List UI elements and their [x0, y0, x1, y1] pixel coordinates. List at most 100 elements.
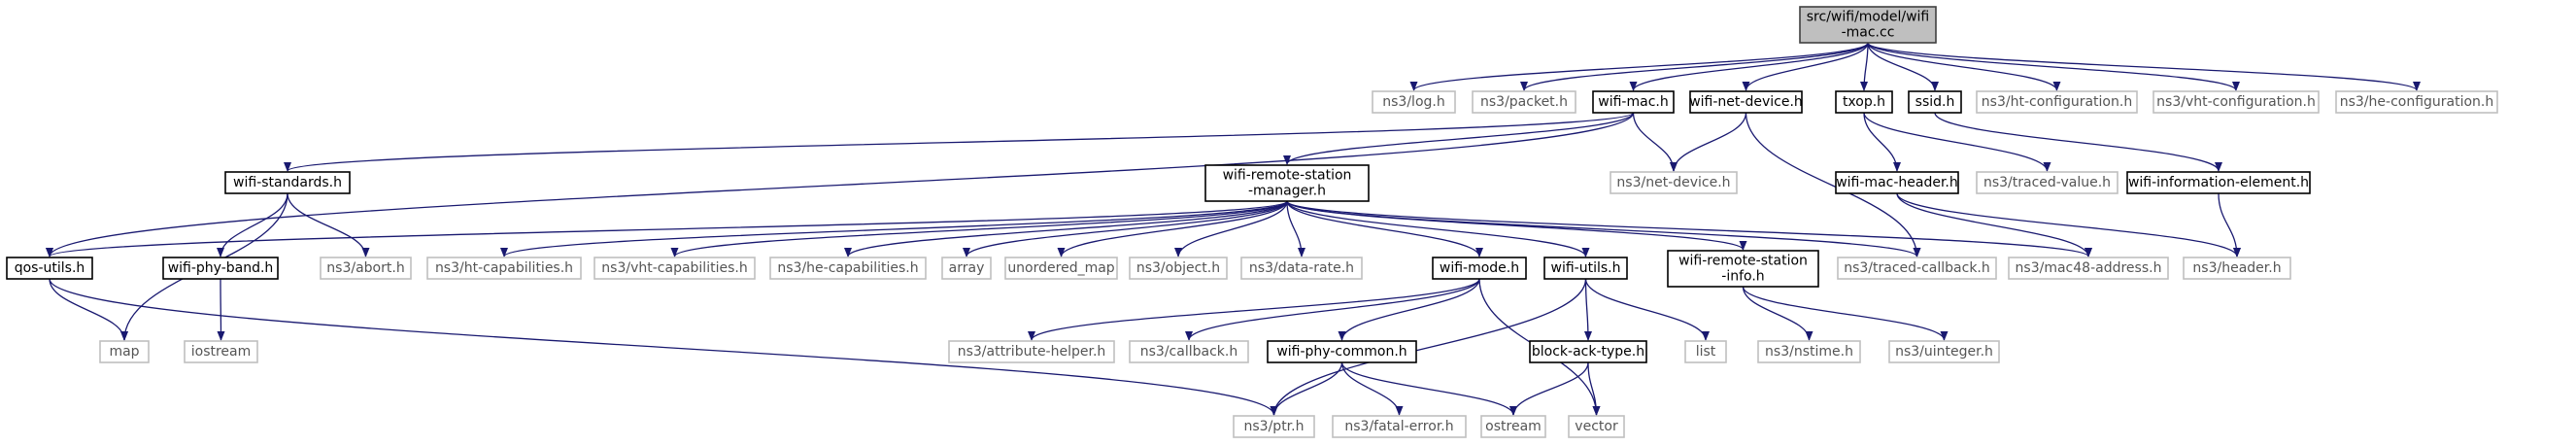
- node-wifiie[interactable]: wifi-information-element.h: [2126, 171, 2311, 194]
- node-list-label-0: list: [1696, 344, 1716, 360]
- node-mac48-label-0: ns3/mac48-address.h: [2016, 260, 2162, 276]
- node-abort-box: [320, 257, 412, 280]
- node-rsinfo[interactable]: wifi-remote-station-info.h: [1667, 250, 1819, 288]
- node-ptr: ns3/ptr.h: [1233, 415, 1315, 438]
- node-htconf-label-0: ns3/ht-configuration.h: [1982, 94, 2132, 110]
- node-tracedval-box: [1976, 171, 2118, 194]
- node-wifinetdev[interactable]: wifi-net-device.h: [1689, 90, 1803, 114]
- edge-qos-to-ptr: [49, 278, 1278, 416]
- node-ostream: ostream: [1480, 415, 1546, 438]
- edge-phycommon-to-ostream: [1340, 361, 1517, 416]
- node-rsinfo-box: [1667, 250, 1819, 288]
- node-rsm-label-0: wifi-remote-station: [1223, 168, 1352, 184]
- node-qos[interactable]: qos-utils.h: [6, 257, 93, 280]
- node-datarate: ns3/data-rate.h: [1240, 257, 1363, 280]
- node-vhtconf: ns3/vht-configuration.h: [2152, 90, 2320, 114]
- node-ostream-label-0: ostream: [1485, 419, 1542, 434]
- node-list-box: [1684, 340, 1727, 363]
- node-attrhelper-box: [948, 340, 1115, 363]
- node-datarate-label-0: ns3/data-rate.h: [1249, 260, 1354, 276]
- node-wifiutils-box: [1543, 257, 1628, 280]
- node-wifiutils-label-0: wifi-utils.h: [1551, 260, 1621, 276]
- node-packet-box: [1472, 90, 1576, 114]
- node-umap-label-0: unordered_map: [1007, 260, 1114, 276]
- node-wifistd[interactable]: wifi-standards.h: [224, 171, 351, 194]
- node-netdev: ns3/net-device.h: [1610, 171, 1738, 194]
- node-rsinfo-label-1: -info.h: [1721, 269, 1764, 285]
- node-packet-label-0: ns3/packet.h: [1480, 94, 1568, 110]
- node-wifimode[interactable]: wifi-mode.h: [1432, 257, 1527, 280]
- node-netdev-label-0: ns3/net-device.h: [1616, 175, 1730, 190]
- edge-layer: [46, 42, 2421, 416]
- node-qos-box: [6, 257, 93, 280]
- node-tracedcb-label-0: ns3/traced-callback.h: [1844, 260, 1990, 276]
- node-phyband[interactable]: wifi-phy-band.h: [162, 257, 279, 280]
- node-map-label-0: map: [109, 344, 139, 360]
- node-rsinfo-label-0: wifi-remote-station: [1678, 254, 1808, 269]
- node-blockack-label-0: block-ack-type.h: [1532, 344, 1644, 360]
- edge-rsm-to-object: [1174, 200, 1288, 257]
- node-header: ns3/header.h: [2183, 257, 2291, 280]
- edge-root-to-heconf: [1867, 42, 2421, 91]
- node-txop[interactable]: txop.h: [1835, 90, 1893, 114]
- node-blockack-box: [1529, 340, 1647, 363]
- node-callback: ns3/callback.h: [1129, 340, 1249, 363]
- node-heconf-label-0: ns3/he-configuration.h: [2340, 94, 2494, 110]
- edge-rsm-to-vhtcap: [670, 200, 1288, 257]
- node-ssid-box: [1908, 90, 1962, 114]
- node-umap-box: [1004, 257, 1118, 280]
- node-vhtcap-box: [593, 257, 756, 280]
- edge-rsinfo-to-uinteger: [1742, 286, 1949, 341]
- node-nstime: ns3/nstime.h: [1757, 340, 1861, 363]
- node-object-label-0: ns3/object.h: [1136, 260, 1220, 276]
- node-attrhelper: ns3/attribute-helper.h: [948, 340, 1115, 363]
- edge-phyband-to-iostream: [217, 278, 225, 341]
- node-ssid[interactable]: ssid.h: [1908, 90, 1962, 114]
- node-callback-box: [1129, 340, 1249, 363]
- edge-wifistd-to-phyband: [217, 192, 288, 257]
- node-nstime-label-0: ns3/nstime.h: [1765, 344, 1853, 360]
- node-htcap-label-0: ns3/ht-capabilities.h: [435, 260, 573, 276]
- node-wifiutils[interactable]: wifi-utils.h: [1543, 257, 1628, 280]
- node-uinteger-box: [1888, 340, 2000, 363]
- edge-rsm-to-umap: [1057, 200, 1288, 257]
- edge-rsm-to-wifiutils: [1286, 200, 1590, 257]
- node-log: ns3/log.h: [1372, 90, 1456, 114]
- edge-wifimachdr-to-mac48: [1896, 192, 2092, 257]
- node-wifimachdr-box: [1835, 171, 1959, 194]
- edge-wifimode-to-attrhelper: [1028, 278, 1480, 341]
- node-wifistd-label-0: wifi-standards.h: [233, 175, 342, 190]
- node-tracedval-label-0: ns3/traced-value.h: [1983, 175, 2111, 190]
- edge-root-to-ssid: [1867, 42, 1939, 91]
- node-phyband-box: [162, 257, 279, 280]
- node-htconf: ns3/ht-configuration.h: [1976, 90, 2138, 114]
- edge-blockack-to-ostream: [1509, 361, 1589, 416]
- node-fatal: ns3/fatal-error.h: [1332, 415, 1467, 438]
- node-packet: ns3/packet.h: [1472, 90, 1576, 114]
- node-htconf-box: [1976, 90, 2138, 114]
- node-root[interactable]: src/wifi/model/wifi-mac.cc: [1799, 6, 1937, 44]
- edge-root-to-log: [1409, 42, 1869, 91]
- node-wifimac-label-0: wifi-mac.h: [1598, 94, 1668, 110]
- node-abort: ns3/abort.h: [320, 257, 412, 280]
- edge-rsm-to-datarate: [1286, 200, 1305, 257]
- node-rsm-box: [1204, 164, 1370, 202]
- edge-wifiutils-to-blockack: [1583, 278, 1592, 341]
- node-rsm[interactable]: wifi-remote-station-manager.h: [1204, 164, 1370, 202]
- node-vector-label-0: vector: [1575, 419, 1618, 434]
- node-blockack[interactable]: block-ack-type.h: [1529, 340, 1647, 363]
- node-list: list: [1684, 340, 1727, 363]
- node-wifimac[interactable]: wifi-mac.h: [1592, 90, 1675, 114]
- edge-qos-to-map: [49, 278, 128, 341]
- node-phycommon[interactable]: wifi-phy-common.h: [1267, 340, 1417, 363]
- edge-root-to-wifinetdev: [1742, 42, 1869, 91]
- node-iostream-box: [184, 340, 258, 363]
- node-wifimachdr[interactable]: wifi-mac-header.h: [1835, 171, 1959, 194]
- node-wifiie-label-0: wifi-information-element.h: [2128, 175, 2309, 190]
- node-wifinetdev-label-0: wifi-net-device.h: [1689, 94, 1803, 110]
- node-vector-box: [1568, 415, 1625, 438]
- node-header-box: [2183, 257, 2291, 280]
- edge-phycommon-to-ptr: [1270, 361, 1343, 416]
- node-nstime-box: [1757, 340, 1861, 363]
- node-root-box: [1799, 6, 1937, 44]
